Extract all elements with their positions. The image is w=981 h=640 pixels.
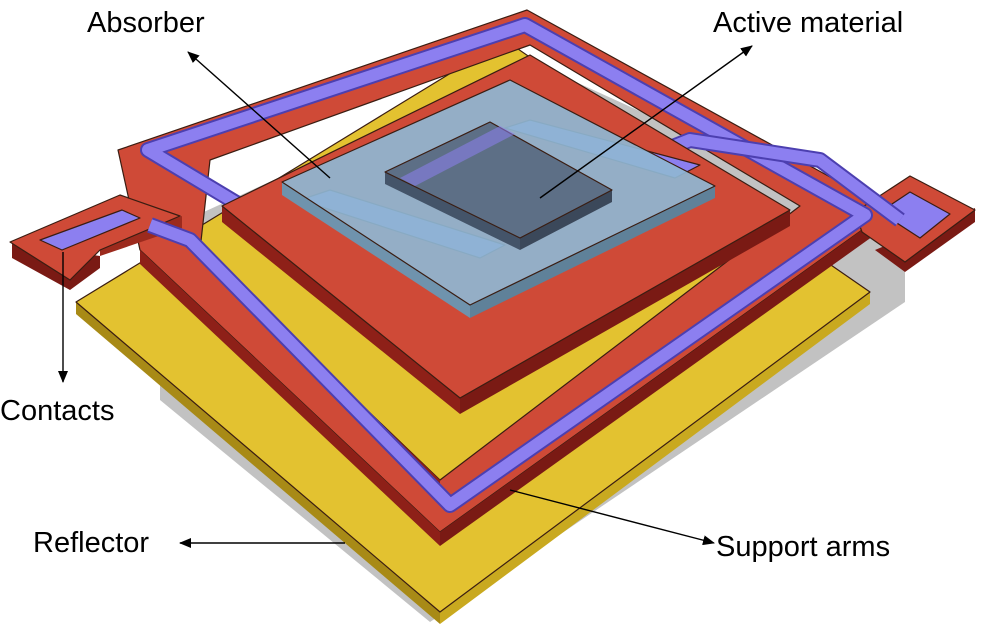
absorber-arrow — [187, 51, 331, 179]
support-arms-arrow — [509, 489, 715, 546]
right-contact-pad — [854, 175, 976, 272]
active-material-stack — [281, 79, 716, 318]
left-contact-pad — [9, 194, 182, 290]
contacts-label: Contacts — [0, 395, 114, 427]
active-material-label: Active material — [713, 7, 903, 39]
absorber-label: Absorber — [87, 7, 205, 39]
support-arms-label: Support arms — [716, 531, 890, 563]
active-material-arrow — [539, 45, 753, 199]
reflector-label: Reflector — [33, 527, 149, 559]
